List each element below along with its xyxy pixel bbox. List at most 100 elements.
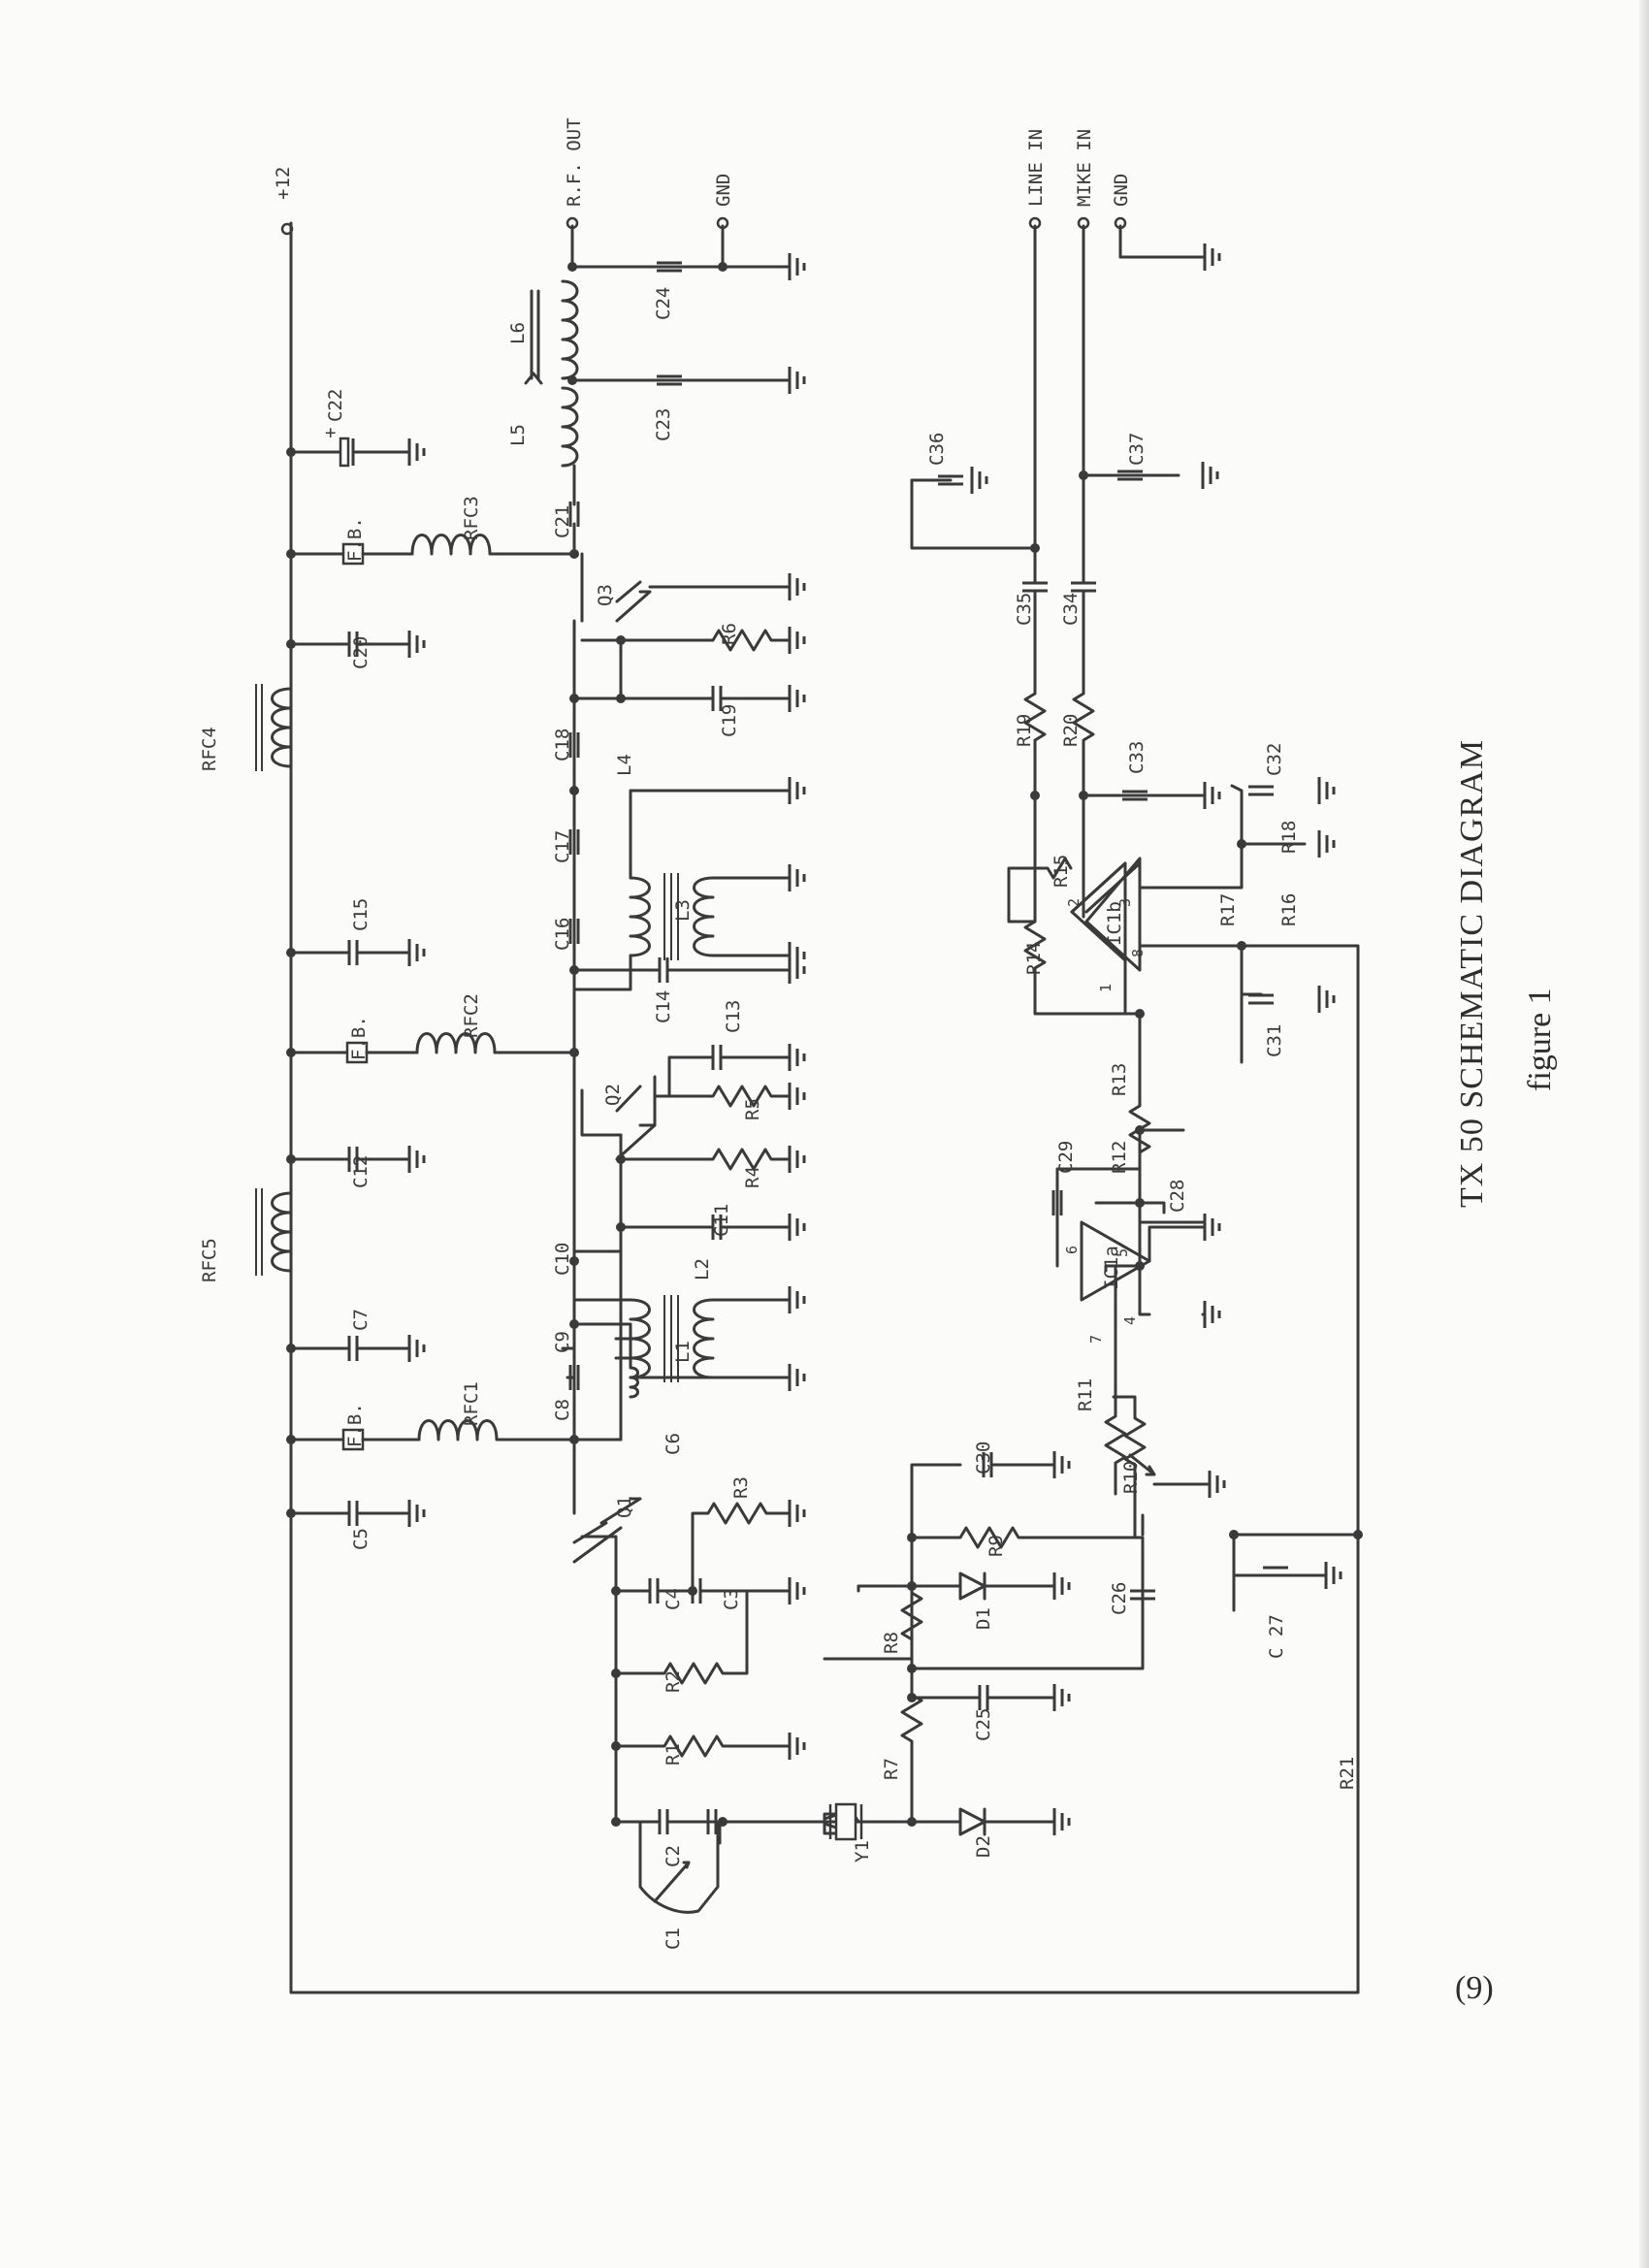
r9-label: R9 bbox=[986, 1535, 1007, 1557]
fb2-label: F.B. bbox=[348, 1016, 370, 1060]
rfc1-coil bbox=[417, 1419, 576, 1442]
rfc2-label: RFC2 bbox=[461, 993, 482, 1038]
crystal-y1 bbox=[828, 1802, 863, 1841]
ic1a-label: IC1a bbox=[1101, 1246, 1122, 1290]
r19-label: R19 bbox=[1014, 714, 1035, 747]
c35-label: C35 bbox=[1014, 593, 1035, 626]
r6-label: R6 bbox=[719, 623, 740, 645]
decoupling-caps: + bbox=[289, 422, 426, 1529]
terminal-rf-out-label: R.F. OUT bbox=[564, 117, 585, 207]
r20-label: R20 bbox=[1060, 714, 1082, 747]
c27-label: C 27 bbox=[1266, 1614, 1287, 1659]
r14-label: R14 bbox=[1023, 942, 1045, 975]
r16-label: R16 bbox=[1278, 893, 1300, 926]
r13-label: R13 bbox=[1109, 1063, 1130, 1096]
r17-label: R17 bbox=[1217, 893, 1239, 926]
c29-label: C29 bbox=[1055, 1141, 1077, 1174]
c34-label: C34 bbox=[1060, 593, 1082, 626]
r11-label: R11 bbox=[1075, 1378, 1096, 1411]
ic1b-pin-8: 8 bbox=[1129, 949, 1147, 957]
c21-label: C21 bbox=[552, 505, 573, 538]
ic1a-pin-5: 5 bbox=[1114, 1248, 1131, 1257]
rfc3-label: RFC3 bbox=[461, 496, 482, 540]
rfc3-coil bbox=[410, 534, 576, 556]
ferrite-beads-and-chokes bbox=[255, 534, 576, 1451]
tuned-circuits-l1-l4 bbox=[568, 619, 806, 1442]
c7-label: C7 bbox=[350, 1309, 372, 1331]
c12-branch bbox=[289, 1144, 426, 1175]
c18-label: C18 bbox=[552, 729, 573, 761]
r2-label: R2 bbox=[663, 1670, 684, 1693]
title-block: TX 50 SCHEMATIC DIAGRAM figure 1 (9) bbox=[1454, 739, 1558, 2006]
c22-branch: + bbox=[289, 422, 426, 468]
c13-label: C13 bbox=[723, 1000, 744, 1033]
l6-label: L6 bbox=[507, 322, 529, 344]
r10-label: R10 bbox=[1120, 1461, 1142, 1494]
rfc5-coil bbox=[255, 1188, 293, 1276]
q1-label: Q1 bbox=[614, 1496, 635, 1518]
r3-label: R3 bbox=[730, 1476, 752, 1499]
ic1b-label: IC1b bbox=[1104, 901, 1125, 946]
c31-label: C31 bbox=[1264, 1024, 1285, 1057]
supply-rail bbox=[280, 221, 1360, 1994]
svg-text:+: + bbox=[325, 422, 336, 443]
c5-label: C5 bbox=[350, 1528, 372, 1550]
q3-label: Q3 bbox=[595, 584, 616, 606]
rfc4-coil bbox=[255, 684, 293, 771]
c26-label: C26 bbox=[1109, 1582, 1130, 1615]
q2-label: Q2 bbox=[602, 1084, 624, 1106]
oscillator-stage bbox=[566, 1363, 914, 1914]
c28-label: C28 bbox=[1167, 1180, 1188, 1213]
rfc4-label: RFC4 bbox=[199, 727, 220, 771]
c20-branch bbox=[289, 629, 426, 660]
d1-label: D1 bbox=[973, 1607, 994, 1630]
diagram-title: TX 50 SCHEMATIC DIAGRAM bbox=[1454, 739, 1490, 1208]
junction-dots bbox=[286, 262, 1363, 1827]
terminal-supply-label: +12 bbox=[273, 167, 294, 200]
d2-label: D2 bbox=[973, 1835, 994, 1858]
c3-label: C3 bbox=[721, 1588, 742, 1610]
output-stage-q3 bbox=[524, 216, 806, 656]
c15-label: C15 bbox=[350, 898, 372, 931]
l4-label: L4 bbox=[614, 754, 635, 776]
c24-label: C24 bbox=[653, 287, 674, 320]
r7-label: R7 bbox=[881, 1758, 902, 1780]
r1-label: R1 bbox=[663, 1743, 684, 1766]
audio-section bbox=[910, 216, 1360, 1537]
c15-branch bbox=[289, 937, 426, 968]
rfc5-label: RFC5 bbox=[199, 1238, 220, 1282]
c12-label: C12 bbox=[350, 1155, 372, 1188]
r8-label: R8 bbox=[881, 1632, 902, 1654]
ic1b-pin-3: 3 bbox=[1116, 898, 1134, 907]
terminal-gnd-audio-label: GND bbox=[1111, 174, 1132, 207]
c33-label: C33 bbox=[1126, 741, 1148, 774]
c17-label: C17 bbox=[552, 830, 573, 863]
r5-label: R5 bbox=[742, 1098, 763, 1120]
c20-label: C20 bbox=[350, 636, 372, 669]
ic1a-pin-6: 6 bbox=[1063, 1246, 1081, 1254]
l3-label: L3 bbox=[672, 899, 694, 922]
page-number: (9) bbox=[1455, 1970, 1494, 2006]
y1-label: Y1 bbox=[852, 1840, 873, 1863]
c14-label: C14 bbox=[653, 990, 674, 1023]
c10-label: C10 bbox=[552, 1243, 573, 1276]
c37-label: C37 bbox=[1126, 433, 1148, 466]
c23-label: C23 bbox=[653, 408, 674, 441]
c6-label: C6 bbox=[663, 1433, 684, 1455]
c7-branch bbox=[289, 1333, 426, 1364]
terminal-line-in-label: LINE IN bbox=[1025, 129, 1047, 207]
c30-label: C30 bbox=[973, 1442, 994, 1474]
c22-label: C22 bbox=[325, 389, 346, 422]
c2-label: C2 bbox=[663, 1845, 684, 1867]
ic1b-pin-1: 1 bbox=[1097, 984, 1115, 992]
c16-label: C16 bbox=[552, 918, 573, 951]
l2-label: L2 bbox=[692, 1258, 713, 1280]
fb3-label: F.B. bbox=[344, 517, 366, 562]
component-labels: +12 R.F. OUT GND LINE IN MIKE IN GND F.B… bbox=[199, 117, 1358, 1950]
r12-label: R12 bbox=[1109, 1141, 1130, 1174]
ic1a-pin-4: 4 bbox=[1121, 1316, 1139, 1325]
c9-label: C9 bbox=[552, 1331, 573, 1353]
c19-label: C19 bbox=[719, 704, 740, 737]
buffer-stage-q2 bbox=[561, 1042, 806, 1442]
